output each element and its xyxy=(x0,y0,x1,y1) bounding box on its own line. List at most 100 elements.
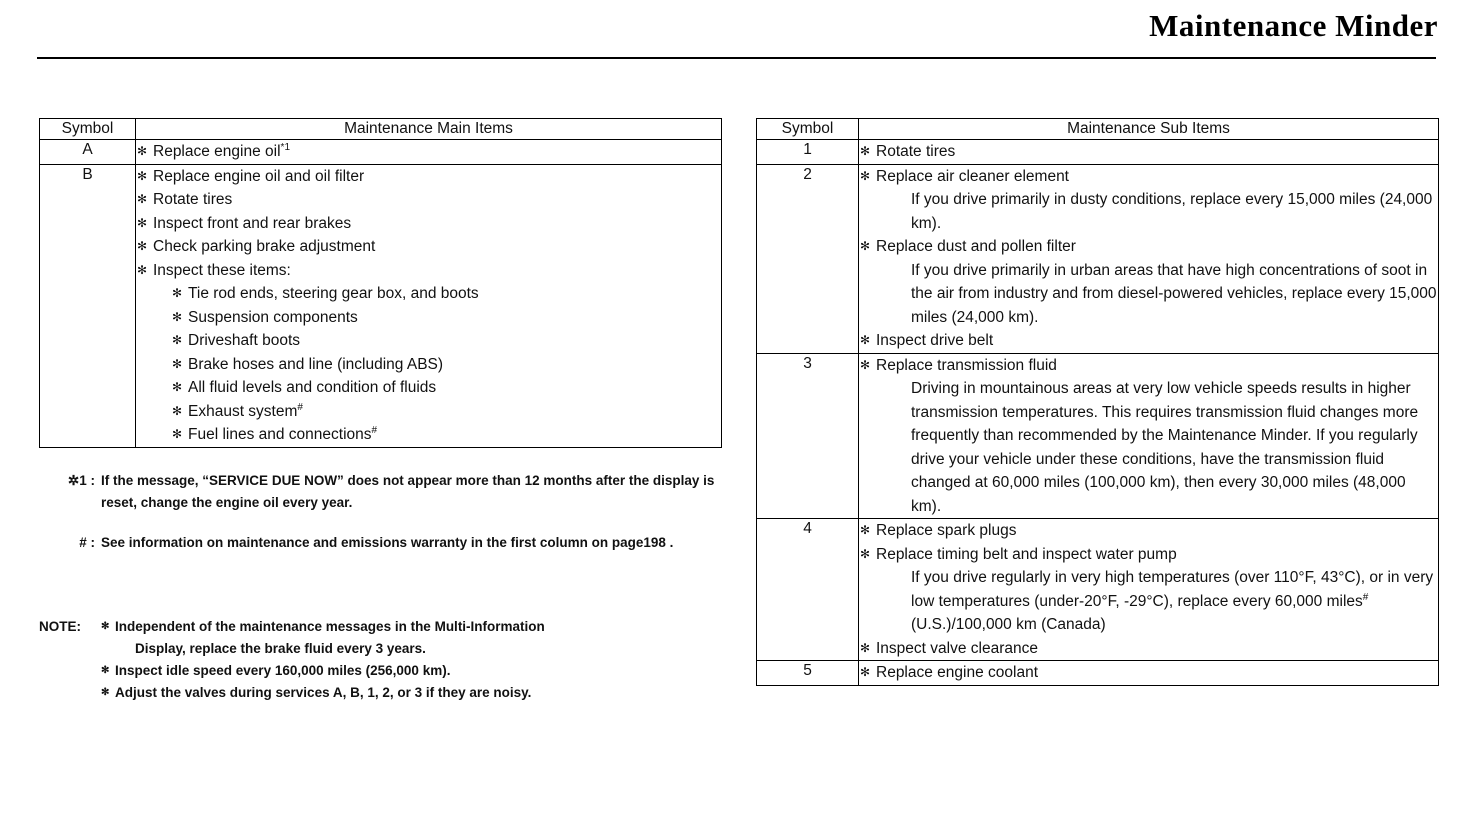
list-item-label: Replace engine oil and oil filter xyxy=(153,167,365,185)
bullet-icon: ✻ xyxy=(860,357,871,372)
list-item: ✻ Inspect idle speed every 160,000 miles … xyxy=(101,660,739,682)
items-cell-2: ✻ Replace air cleaner element If you driv… xyxy=(858,163,1439,354)
item-description-part2: (U.S.)/100,000 km (Canada) xyxy=(911,616,1106,633)
header-divider xyxy=(37,57,1436,59)
list-item-label: Replace air cleaner element xyxy=(876,167,1069,185)
column-header-symbol: Symbol xyxy=(756,118,859,140)
list-item: ✻Replace transmission fluid Driving in m… xyxy=(859,354,1438,519)
item-list: ✻ Rotate tires xyxy=(859,140,1438,164)
list-item-label: Driveshaft boots xyxy=(188,332,300,349)
bullet-icon: ✻ xyxy=(860,523,871,537)
list-item: ✻ Independent of the maintenance messages… xyxy=(101,616,739,660)
footnote-marker: # xyxy=(1362,591,1369,603)
list-item-label: Inspect drive belt xyxy=(876,332,994,349)
list-item-label: Replace spark plugs xyxy=(876,522,1017,539)
list-item: ✻ Replace engine oil and oil filter xyxy=(136,165,721,189)
bullet-icon: ✻ xyxy=(101,665,110,676)
footnote-marker: # xyxy=(371,424,378,436)
list-item-label: Tie rod ends, steering gear box, and boo… xyxy=(188,285,479,302)
item-description-part1: If you drive regularly in very high temp… xyxy=(911,569,1434,610)
symbol-cell-1: 1 xyxy=(756,139,859,165)
table-row: 3 ✻Replace transmission fluid Driving in… xyxy=(756,352,1439,519)
symbol-cell-3: 3 xyxy=(756,352,859,519)
bullet-icon: ✻ xyxy=(137,168,148,183)
footnotes-block: ✲1 : If the message, “SERVICE DUE NOW” d… xyxy=(39,470,739,572)
list-item-label: Replace engine oil xyxy=(153,143,281,160)
page-title: Maintenance Minder xyxy=(1149,8,1438,43)
bullet-icon: ✻ xyxy=(137,192,148,206)
bullet-icon: ✻ xyxy=(860,239,871,253)
list-item: ✻Adjust the valves during services A, B,… xyxy=(101,682,739,704)
note-item-label: Inspect idle speed every 160,000 miles (… xyxy=(115,663,451,678)
table-header-row: Symbol Maintenance Sub Items xyxy=(756,118,1439,140)
item-description: If you drive primarily in urban areas th… xyxy=(911,261,1437,326)
list-item: ✻ Replace spark plugs xyxy=(859,519,1438,543)
items-cell-a: ✻Replace engine oil*1 xyxy=(135,139,722,165)
list-item-label: Rotate tires xyxy=(876,143,956,160)
bullet-icon: ✻ xyxy=(860,640,871,655)
list-item: ✻Replace timing belt and inspect water p… xyxy=(859,543,1438,637)
list-item: ✻Brake hoses and line (including ABS) xyxy=(171,353,721,377)
page-header: Maintenance Minder xyxy=(0,0,1472,62)
list-item: ✻ Replace air cleaner element If you driv… xyxy=(859,165,1438,236)
bullet-icon: ✻ xyxy=(860,144,871,158)
bullet-icon: ✻ xyxy=(172,427,183,441)
list-item: ✻Inspect front and rear brakes xyxy=(136,212,721,236)
list-item-label: Exhaust system xyxy=(188,402,298,420)
list-item: ✻ Driveshaft boots xyxy=(171,329,721,353)
table-row: 2 ✻Replace air cleaner element If you dr… xyxy=(756,163,1439,354)
maintenance-sub-items-table: Symbol Maintenance Sub Items 1 ✻ Rotate t… xyxy=(756,118,1439,686)
item-list: ✻Replace engine oil*1 xyxy=(136,140,721,164)
list-item-label: Inspect valve clearance xyxy=(876,639,1038,657)
table-row: 4 ✻Replace spark plugs ✻Replace timing b… xyxy=(756,518,1439,661)
table-header-row: Symbol Maintenance Main Items xyxy=(39,118,722,140)
list-item: ✻ Inspect drive belt xyxy=(859,329,1438,353)
list-item: ✻ Fuel lines and connections# xyxy=(171,423,721,447)
list-item: ✻ Suspension components xyxy=(171,306,721,330)
list-item: ✻ Replace dust and pollen filter If you d… xyxy=(859,235,1438,329)
list-item: ✻Exhaust system# xyxy=(171,400,721,424)
bullet-icon: ✻ xyxy=(101,621,110,632)
footnote-row: ✲1 : If the message, “SERVICE DUE NOW” d… xyxy=(39,470,739,514)
symbol-cell-b: B xyxy=(39,163,136,448)
bullet-icon: ✻ xyxy=(860,333,871,347)
list-item: ✻ Rotate tires xyxy=(859,140,1438,164)
note-label: NOTE: xyxy=(39,619,81,634)
footnote-marker-star: ✲1 : xyxy=(67,473,95,488)
items-cell-4: ✻Replace spark plugs ✻Replace timing bel… xyxy=(858,518,1439,661)
list-item-label: Fuel lines and connections xyxy=(188,426,372,443)
note-item-label: Adjust the valves during services A, B, … xyxy=(115,685,532,700)
bullet-icon: ✻ xyxy=(172,403,183,418)
bullet-icon: ✻ xyxy=(137,262,148,277)
item-description: If you drive primarily in dusty conditio… xyxy=(911,191,1433,232)
list-item-label: Replace dust and pollen filter xyxy=(876,238,1076,255)
items-cell-3: ✻Replace transmission fluid Driving in m… xyxy=(858,352,1439,519)
items-cell-5: ✻Replace engine coolant xyxy=(858,660,1439,686)
list-item: ✻Inspect these items: ✻Tie rod ends, ste… xyxy=(136,259,721,447)
item-list: ✻Replace spark plugs ✻Replace timing bel… xyxy=(859,519,1438,660)
note-item-continuation: Display, replace the brake fluid every 3… xyxy=(135,641,426,656)
list-item: ✻Tie rod ends, steering gear box, and bo… xyxy=(171,282,721,306)
column-header-symbol: Symbol xyxy=(39,118,136,140)
footnote-marker: *1 xyxy=(280,141,290,153)
nested-item-list: ✻ Tie rod ends, steering gear box, and bo… xyxy=(171,282,721,447)
table-row: 1 ✻ Rotate tires xyxy=(756,139,1439,165)
footnote-text: See information on maintenance and emiss… xyxy=(101,535,674,550)
table-row: A ✻Replace engine oil*1 xyxy=(39,139,722,165)
item-list: ✻Replace engine coolant xyxy=(859,661,1438,685)
column-header-sub-items: Maintenance Sub Items xyxy=(858,118,1439,140)
note-block: NOTE: ✻ Independent of the maintenance me… xyxy=(39,616,739,704)
list-item-label: Replace timing belt and inspect water pu… xyxy=(876,545,1177,563)
list-item-label: Rotate tires xyxy=(153,191,233,208)
note-item-label: Independent of the maintenance messages … xyxy=(115,619,545,634)
note-list: ✻ Independent of the maintenance messages… xyxy=(101,616,739,704)
list-item-label: Inspect front and rear brakes xyxy=(153,214,352,232)
bullet-icon: ✻ xyxy=(172,309,183,324)
list-item-label: Check parking brake adjustment xyxy=(153,238,376,255)
symbol-cell-a: A xyxy=(39,139,136,165)
bullet-icon: ✻ xyxy=(172,333,183,347)
list-item-label: Suspension components xyxy=(188,308,358,326)
column-header-main-items: Maintenance Main Items xyxy=(135,118,722,140)
footnote-row: # : See information on maintenance and e… xyxy=(39,532,739,554)
bullet-icon: ✻ xyxy=(860,168,871,183)
